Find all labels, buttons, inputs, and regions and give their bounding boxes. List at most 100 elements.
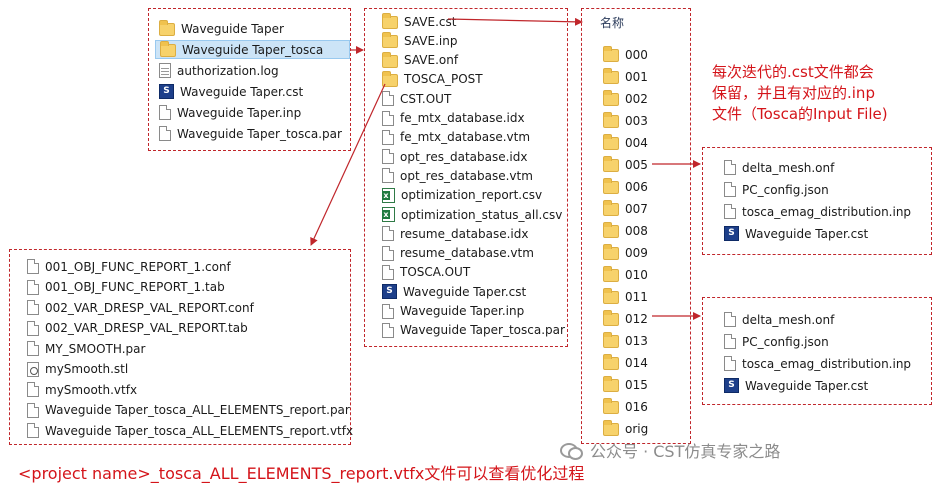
list-item-iteration-004[interactable]: 004 [603,133,648,152]
list-item-resume-idx[interactable]: resume_database.idx [382,224,528,243]
cst-file-icon: S [382,284,397,300]
list-item-waveguide-taper-inp[interactable]: Waveguide Taper.inp [382,302,524,321]
list-item-iteration-001[interactable]: 001 [603,67,648,86]
file-icon [382,322,394,338]
list-item-save-cst[interactable]: SAVE.cst [382,12,456,31]
folder-icon [603,222,619,238]
list-item-tosca-emag[interactable]: tosca_emag_distribution.inp [724,202,911,221]
file-icon [159,126,171,141]
explorer-panel-iteration-012: delta_mesh.onf PC_config.json tosca_emag… [702,297,932,405]
cst-file-icon: S [159,84,174,99]
list-item-opt-res-idx[interactable]: opt_res_database.idx [382,147,527,166]
list-item-iteration-013[interactable]: 013 [603,331,648,350]
list-item-optimization-status-csv[interactable]: optimization_status_all.csv [382,205,562,224]
note-line-3: 文件（Tosca的Input File) [712,105,888,123]
list-item-iteration-002[interactable]: 002 [603,89,648,108]
list-item-iteration-014[interactable]: 014 [603,353,648,372]
column-header-name[interactable]: 名称 [600,16,625,30]
file-icon [27,320,39,336]
list-item-iteration-015[interactable]: 015 [603,375,648,394]
list-item-waveguide-taper-tosca-folder[interactable]: Waveguide Taper_tosca [155,40,350,59]
list-item-my-smooth-stl[interactable]: mySmooth.stl [27,360,128,379]
list-item-iteration-010[interactable]: 010 [603,265,648,284]
list-item-waveguide-taper-tosca-par[interactable]: Waveguide Taper_tosca.par [382,321,565,340]
file-icon [27,402,39,418]
file-icon [382,129,394,145]
explorer-panel-save-cst: 名称 000 001 002 003 004 005 006 007 008 0… [581,8,691,444]
list-item-iteration-003[interactable]: 003 [603,111,648,130]
list-item-orig[interactable]: orig [603,419,648,438]
list-item-opt-res-vtm[interactable]: opt_res_database.vtm [382,166,533,185]
list-item-delta-mesh[interactable]: delta_mesh.onf [724,158,834,177]
list-item-fe-mtx-vtm[interactable]: fe_mtx_database.vtm [382,128,530,147]
watermark: 公众号 · CST仿真专家之路 [560,438,780,462]
folder-icon [603,200,619,216]
arrow-save-cst [447,17,583,26]
list-item-save-onf[interactable]: SAVE.onf [382,51,458,70]
file-icon [382,149,394,165]
list-item-authorization-log[interactable]: authorization.log [159,61,279,80]
file-icon [382,168,394,184]
bottom-caption: <project name>_tosca_ALL_ELEMENTS_report… [18,464,585,483]
excel-file-icon [382,187,395,203]
list-item-iteration-009[interactable]: 009 [603,243,648,262]
list-item-fe-mtx-idx[interactable]: fe_mtx_database.idx [382,109,525,128]
list-item-optimization-report-csv[interactable]: optimization_report.csv [382,186,542,205]
folder-icon [603,288,619,304]
list-item-tosca-out[interactable]: TOSCA.OUT [382,263,470,282]
cst-file-icon: S [724,378,739,393]
list-item-my-smooth-par[interactable]: MY_SMOOTH.par [27,339,145,358]
list-item-waveguide-taper-folder[interactable]: Waveguide Taper [159,19,284,38]
file-icon [724,334,736,349]
list-item-waveguide-taper-inp[interactable]: Waveguide Taper.inp [159,103,301,122]
list-item-iteration-012[interactable]: 012 [603,309,648,328]
list-item-obj-func-conf[interactable]: 001_OBJ_FUNC_REPORT_1.conf [27,257,231,276]
explorer-panel-iteration-005: delta_mesh.onf PC_config.json tosca_emag… [702,147,932,255]
explorer-panel-project: Waveguide Taper Waveguide Taper_tosca au… [148,8,351,151]
list-item-var-dresp-conf[interactable]: 002_VAR_DRESP_VAL_REPORT.conf [27,298,254,317]
file-icon [27,279,39,295]
file-icon [724,182,736,197]
arrow-tosca-post [310,83,386,246]
folder-icon [603,68,619,84]
cst-file-icon: S [724,226,739,241]
list-item-iteration-005[interactable]: 005 [603,155,648,174]
list-item-obj-func-tab[interactable]: 001_OBJ_FUNC_REPORT_1.tab [27,278,225,297]
folder-icon [382,32,398,49]
file-icon [27,259,39,274]
folder-icon [382,13,398,29]
list-item-my-smooth-vtfx[interactable]: mySmooth.vtfx [27,380,137,399]
list-item-waveguide-taper-tosca-par[interactable]: Waveguide Taper_tosca.par [159,124,342,143]
list-item-iteration-007[interactable]: 007 [603,199,648,218]
list-item-delta-mesh[interactable]: delta_mesh.onf [724,310,834,329]
file-icon [159,105,171,120]
file-icon [724,312,736,327]
list-item-iteration-011[interactable]: 011 [603,287,648,306]
list-item-iteration-000[interactable]: 000 [603,45,648,64]
list-item-var-dresp-tab[interactable]: 002_VAR_DRESP_VAL_REPORT.tab [27,319,248,338]
file-icon [382,245,394,261]
list-item-all-elements-report-vtfx[interactable]: Waveguide Taper_tosca_ALL_ELEMENTS_repor… [27,421,353,440]
list-item-iteration-016[interactable]: 016 [603,397,648,416]
stl-file-icon [27,361,39,377]
list-item-all-elements-report-par[interactable]: Waveguide Taper_tosca_ALL_ELEMENTS_repor… [27,401,350,420]
list-item-pc-config[interactable]: PC_config.json [724,180,829,199]
list-item-save-inp[interactable]: SAVE.inp [382,31,457,50]
folder-icon [603,310,619,326]
file-icon [382,264,394,280]
list-item-iteration-006[interactable]: 006 [603,177,648,196]
list-item-tosca-emag[interactable]: tosca_emag_distribution.inp [724,354,911,373]
list-item-pc-config[interactable]: PC_config.json [724,332,829,351]
list-item-resume-vtm[interactable]: resume_database.vtm [382,244,534,263]
list-item-tosca-post[interactable]: TOSCA_POST [382,70,483,89]
folder-icon [603,134,619,150]
file-icon [27,423,39,438]
list-item-iteration-008[interactable]: 008 [603,221,648,240]
file-icon [724,204,736,219]
list-item-cst-out[interactable]: CST.OUT [382,89,451,108]
